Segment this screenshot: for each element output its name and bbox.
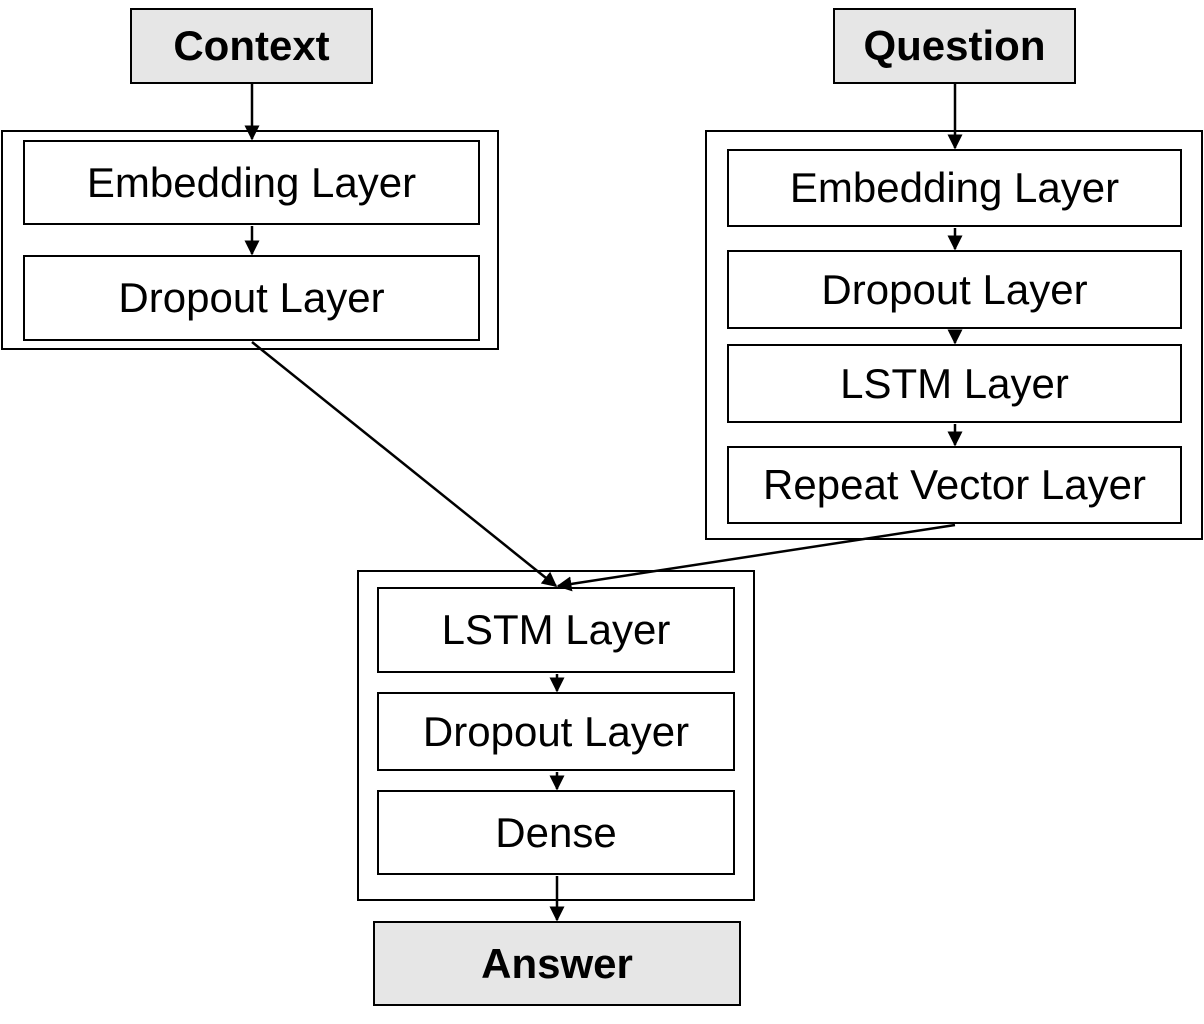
arrow-repeat-to-merged-lstm xyxy=(556,523,956,592)
question-repeat-vector-layer: Repeat Vector Layer xyxy=(727,446,1182,524)
question-embedding-layer: Embedding Layer xyxy=(727,149,1182,227)
question-lstm-layer: LSTM Layer xyxy=(727,344,1182,423)
arrow-context-dropout-to-merged-lstm xyxy=(251,341,558,587)
merged-lstm-layer: LSTM Layer xyxy=(377,587,735,673)
answer-output-node: Answer xyxy=(373,921,741,1006)
context-dropout-layer: Dropout Layer xyxy=(23,255,480,341)
question-dropout-layer: Dropout Layer xyxy=(727,250,1182,329)
context-embedding-layer: Embedding Layer xyxy=(23,140,480,225)
context-input-node: Context xyxy=(130,8,373,84)
question-input-node: Question xyxy=(833,8,1076,84)
merged-dense-layer: Dense xyxy=(377,790,735,875)
merged-dropout-layer: Dropout Layer xyxy=(377,692,735,771)
